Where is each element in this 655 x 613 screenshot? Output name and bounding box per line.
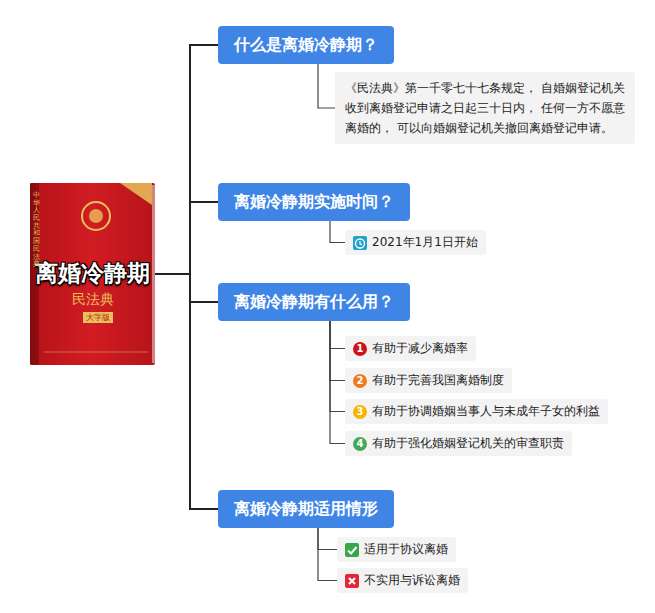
node-text: 适用于协议离婚 [364, 541, 448, 558]
topic-box: 什么是离婚冷静期？ [218, 26, 394, 64]
connector [155, 45, 218, 274]
topic-box: 离婚冷静期实施时间？ [218, 183, 410, 221]
connector [330, 221, 345, 243]
edition-tag: 大字版 [83, 312, 113, 323]
connector [330, 321, 345, 381]
node-text: 有助于强化婚姻登记机关的审查职责 [372, 435, 564, 452]
spine-text: 中华人民共和国民法典 [33, 192, 40, 269]
node-text: 不实用与诉讼离婚 [364, 572, 460, 589]
node-text: 离婚冷静期 [35, 258, 150, 289]
corner-ribbon [120, 183, 152, 205]
connector [155, 274, 218, 509]
connector [318, 528, 337, 581]
detail-box: 3 有助于协调婚姻当事人与未成年子女的利益 [345, 399, 608, 424]
node-text: 有助于完善我国离婚制度 [372, 372, 504, 389]
node-text: 离婚冷静期实施时间？ [234, 192, 394, 211]
topic-box: 离婚冷静期有什么用？ [218, 283, 410, 321]
node-text: 离婚冷静期有什么用？ [234, 292, 394, 311]
cover-rule [44, 352, 148, 353]
cross-icon [345, 574, 359, 588]
detail-box: 适用于协议离婚 [337, 537, 456, 562]
emblem-core [89, 209, 103, 223]
connector [318, 528, 337, 550]
connector [330, 321, 345, 412]
clock-icon [353, 236, 367, 250]
detail-box: 不实用与诉讼离婚 [337, 568, 468, 593]
detail-box: 《民法典》第一千零七十七条规定， 自婚姻登记机关收到离婚登记申请之日起三十日内，… [335, 72, 635, 144]
book-pages [152, 185, 155, 363]
detail-box: 1 有助于减少离婚率 [345, 336, 476, 361]
connector [155, 274, 218, 302]
emblem [82, 202, 110, 230]
node-text: 2021年1月1日开始 [372, 234, 478, 251]
callout-number: 4 [353, 437, 367, 451]
callout-number: 2 [353, 374, 367, 388]
callout-number: 3 [353, 405, 367, 419]
callout-number: 1 [353, 342, 367, 356]
node-text: 《民法典》第一千零七十七条规定， 自婚姻登记机关收到离婚登记申请之日起三十日内，… [345, 81, 625, 135]
title-node: 离婚冷静期 [30, 183, 155, 365]
connector [155, 202, 218, 274]
detail-box: 2 有助于完善我国离婚制度 [345, 368, 512, 393]
book-title: 民法典 [72, 291, 114, 309]
connector [330, 321, 345, 349]
book-cover [30, 183, 155, 365]
connector [318, 64, 335, 108]
check-icon [345, 543, 359, 557]
connector [330, 321, 345, 444]
node-text: 有助于减少离婚率 [372, 340, 468, 357]
detail-box: 4 有助于强化婚姻登记机关的审查职责 [345, 431, 572, 456]
detail-box: 2021年1月1日开始 [345, 230, 486, 255]
node-text: 什么是离婚冷静期？ [234, 35, 378, 54]
topic-box: 离婚冷静期适用情形 [218, 490, 394, 528]
node-text: 离婚冷静期适用情形 [234, 499, 378, 518]
node-text: 有助于协调婚姻当事人与未成年子女的利益 [372, 403, 600, 420]
